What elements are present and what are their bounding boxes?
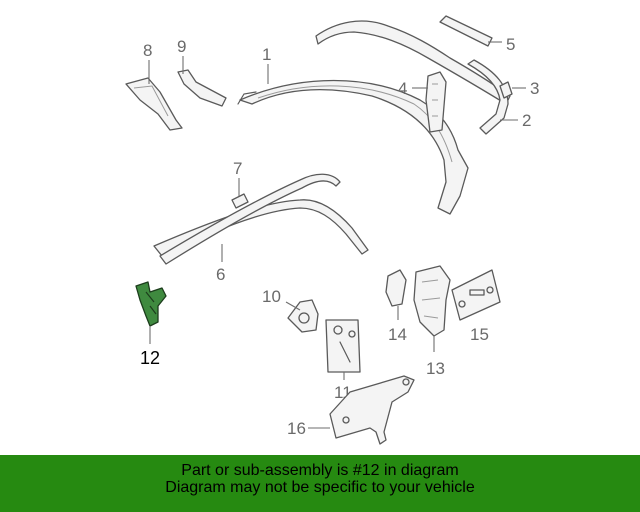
callout-9-label: 9	[177, 37, 186, 56]
part-15-fastener-kit[interactable]	[451, 269, 501, 321]
callout-10: 10	[262, 287, 301, 311]
callout-6-label: 6	[216, 265, 225, 284]
part-9-cover[interactable]	[177, 69, 227, 107]
part-8-bracket[interactable]	[125, 77, 183, 131]
callout-2-label: 2	[522, 111, 531, 130]
callout-8-label: 8	[143, 41, 152, 60]
callout-16: 16	[287, 419, 330, 438]
part-7-weatherstrip[interactable]	[159, 173, 341, 265]
part-10-pivot-cover[interactable]	[287, 299, 319, 333]
part-16-mounting-plate[interactable]	[329, 375, 415, 445]
callout-14: 14	[388, 306, 407, 344]
info-banner: Part or sub-assembly is #12 in diagram D…	[0, 455, 640, 512]
callout-1-label: 1	[262, 45, 271, 64]
part-14-bracket[interactable]	[385, 269, 407, 307]
callout-1: 1	[262, 45, 271, 84]
callout-13: 13	[426, 336, 445, 378]
callout-5: 5	[488, 35, 515, 54]
part-12-highlighted[interactable]	[135, 281, 167, 327]
callout-5-label: 5	[506, 35, 515, 54]
callout-9: 9	[177, 37, 186, 74]
part-2-seal-strip[interactable]	[467, 59, 509, 135]
callout-7: 7	[233, 159, 242, 196]
callout-7-label: 7	[233, 159, 242, 178]
part-11-bolt-kit[interactable]	[325, 319, 361, 373]
part-1-roof-frame[interactable]	[237, 79, 469, 215]
callout-4-label: 4	[398, 79, 407, 98]
parts-diagram: 1 2 3 4 5 6	[125, 15, 539, 445]
part-3-clip[interactable]	[499, 81, 513, 99]
callout-10-label: 10	[262, 287, 281, 306]
callout-15: 15	[470, 325, 489, 344]
callout-12: 12	[140, 326, 160, 368]
part-4-bracket[interactable]	[425, 71, 447, 133]
callout-6: 6	[216, 244, 225, 284]
part-13-hinge-plate[interactable]	[413, 265, 451, 337]
callout-4: 4	[398, 79, 428, 98]
callout-12-label: 12	[140, 348, 160, 368]
callout-13-label: 13	[426, 359, 445, 378]
part-5-trim-strip[interactable]	[439, 15, 493, 47]
banner-line-1: Part or sub-assembly is #12 in diagram	[181, 462, 459, 479]
callout-15-label: 15	[470, 325, 489, 344]
banner-line-2: Diagram may not be specific to your vehi…	[165, 479, 475, 496]
callout-14-label: 14	[388, 325, 407, 344]
callout-8: 8	[143, 41, 152, 84]
callout-16-label: 16	[287, 419, 306, 438]
callout-3-label: 3	[530, 79, 539, 98]
callout-2: 2	[500, 111, 531, 130]
callout-3: 3	[512, 79, 539, 98]
